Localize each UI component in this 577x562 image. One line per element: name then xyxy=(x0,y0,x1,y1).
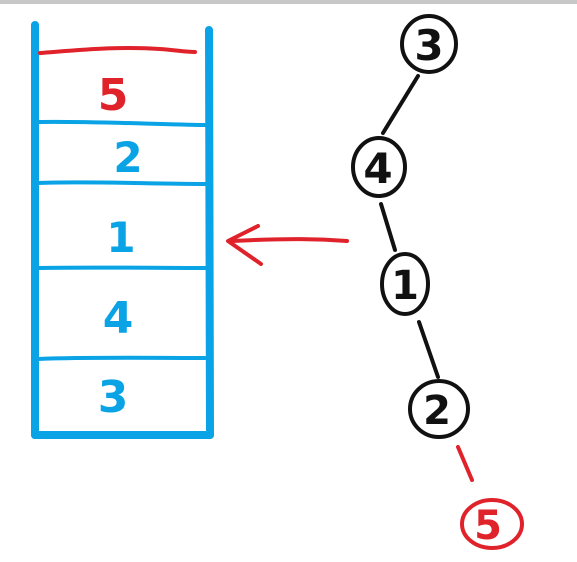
stack-item: 1 xyxy=(106,213,135,262)
stack-divider xyxy=(36,355,207,361)
stack-item: 4 xyxy=(103,293,134,344)
stack-item: 3 xyxy=(98,372,129,423)
stack-divider xyxy=(36,119,207,127)
stack-container xyxy=(31,21,214,439)
tree-node: 1 xyxy=(380,252,430,316)
stack-item: 5 xyxy=(98,70,129,121)
tree-node-label: 3 xyxy=(414,21,443,70)
arrow-left-icon xyxy=(226,224,349,266)
tree-edge xyxy=(379,202,397,252)
stack-item: 2 xyxy=(113,133,142,182)
stack-item-label: 4 xyxy=(103,293,134,344)
tree-node: 4 xyxy=(351,136,407,198)
tree-node: 3 xyxy=(400,14,458,74)
stack-right-wall xyxy=(205,26,214,439)
stack-item-label: 2 xyxy=(113,133,142,182)
window-top-border xyxy=(0,0,577,4)
tree-edge xyxy=(417,320,440,379)
stack-item-label: 3 xyxy=(98,372,129,423)
tree-node-label: 4 xyxy=(363,144,392,193)
stack-top-marker xyxy=(38,45,197,55)
tree-edge xyxy=(381,74,420,135)
tree-node-label: 1 xyxy=(391,263,419,309)
stack-item-label: 5 xyxy=(98,70,129,121)
tree-node: 2 xyxy=(408,379,470,439)
tree-edge-new xyxy=(456,445,474,482)
tree-node-label: 5 xyxy=(474,503,502,549)
tree-node-new: 5 xyxy=(460,498,524,550)
stack-divider xyxy=(36,180,207,186)
stack-item-label: 1 xyxy=(106,213,135,262)
tree-node-label: 2 xyxy=(423,388,451,434)
